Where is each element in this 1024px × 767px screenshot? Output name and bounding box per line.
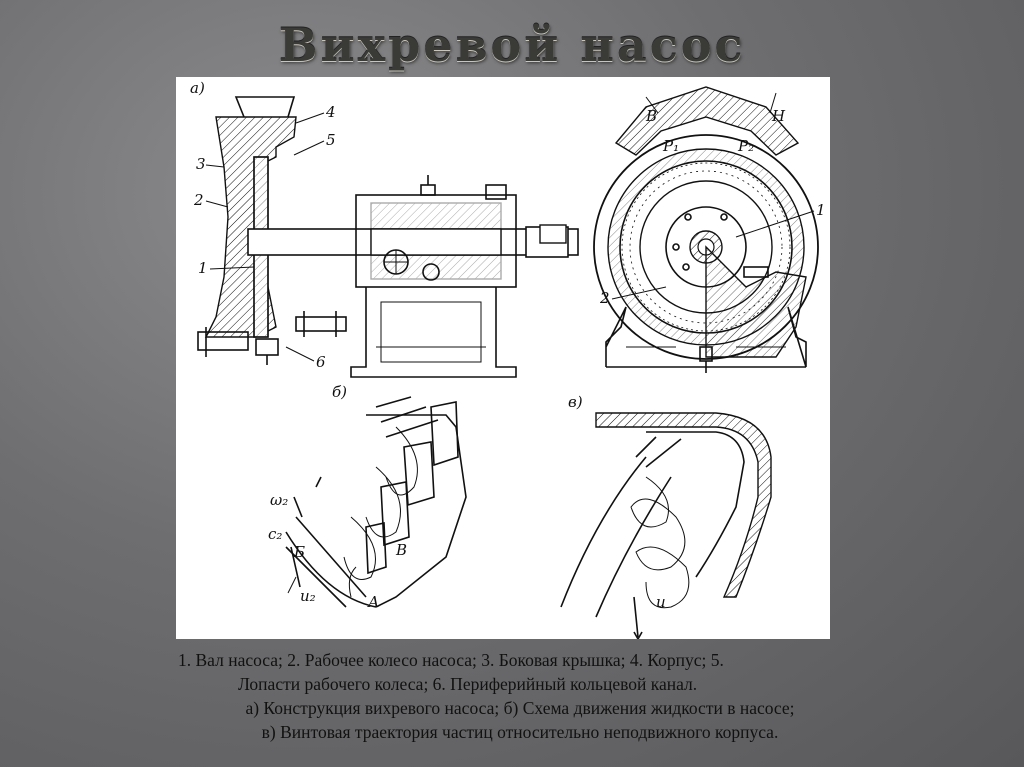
callout-5: 5 bbox=[326, 131, 336, 149]
callout-4: 4 bbox=[325, 103, 336, 121]
label-b: б) bbox=[332, 383, 347, 401]
label-omega2: ω₂ bbox=[270, 491, 288, 509]
helical-trajectory-c: в) u bbox=[560, 393, 772, 639]
label-u: u bbox=[656, 593, 666, 611]
caption-line-2: Лопасти рабочего колеса; 6. Периферийный… bbox=[238, 674, 698, 694]
slide-title: Вихревой насос bbox=[278, 18, 746, 72]
pump-drawing-panel: а) bbox=[176, 77, 830, 639]
callout-6: 6 bbox=[316, 353, 326, 371]
label-inlet-b: В bbox=[645, 107, 657, 125]
section-view-a: а) bbox=[190, 79, 579, 378]
caption-line-4: в) Винтовая траектория частиц относитель… bbox=[261, 722, 779, 742]
label-b-point: Б bbox=[293, 543, 305, 561]
caption-line-1: 1. Вал насоса; 2. Рабочее колесо насоса;… bbox=[178, 650, 724, 670]
label-u2: u₂ bbox=[300, 587, 316, 605]
label-v-point: В bbox=[395, 541, 407, 559]
label-a-point: А bbox=[367, 593, 379, 611]
pump-drawing: а) bbox=[190, 79, 826, 639]
label-c2: c₂ bbox=[268, 525, 282, 543]
callout-2: 2 bbox=[193, 191, 204, 209]
callout-3: 3 bbox=[196, 155, 206, 173]
label-a: а) bbox=[190, 79, 205, 97]
label-c: в) bbox=[568, 393, 583, 411]
cross-section-view: В Н P₁ P₂ bbox=[593, 86, 826, 373]
caption-line-3: а) Конструкция вихревого насоса; б) Схем… bbox=[245, 698, 795, 718]
label-outlet-h: Н bbox=[771, 107, 786, 125]
callout-right-2: 2 bbox=[599, 289, 610, 307]
figure-caption: 1. Вал насоса; 2. Рабочее колесо насоса;… bbox=[150, 648, 890, 744]
flow-scheme-b: б) ω₂ c₂ Б В u₂ А bbox=[268, 383, 467, 611]
callout-1: 1 bbox=[198, 259, 208, 277]
callout-right-1: 1 bbox=[816, 201, 826, 219]
